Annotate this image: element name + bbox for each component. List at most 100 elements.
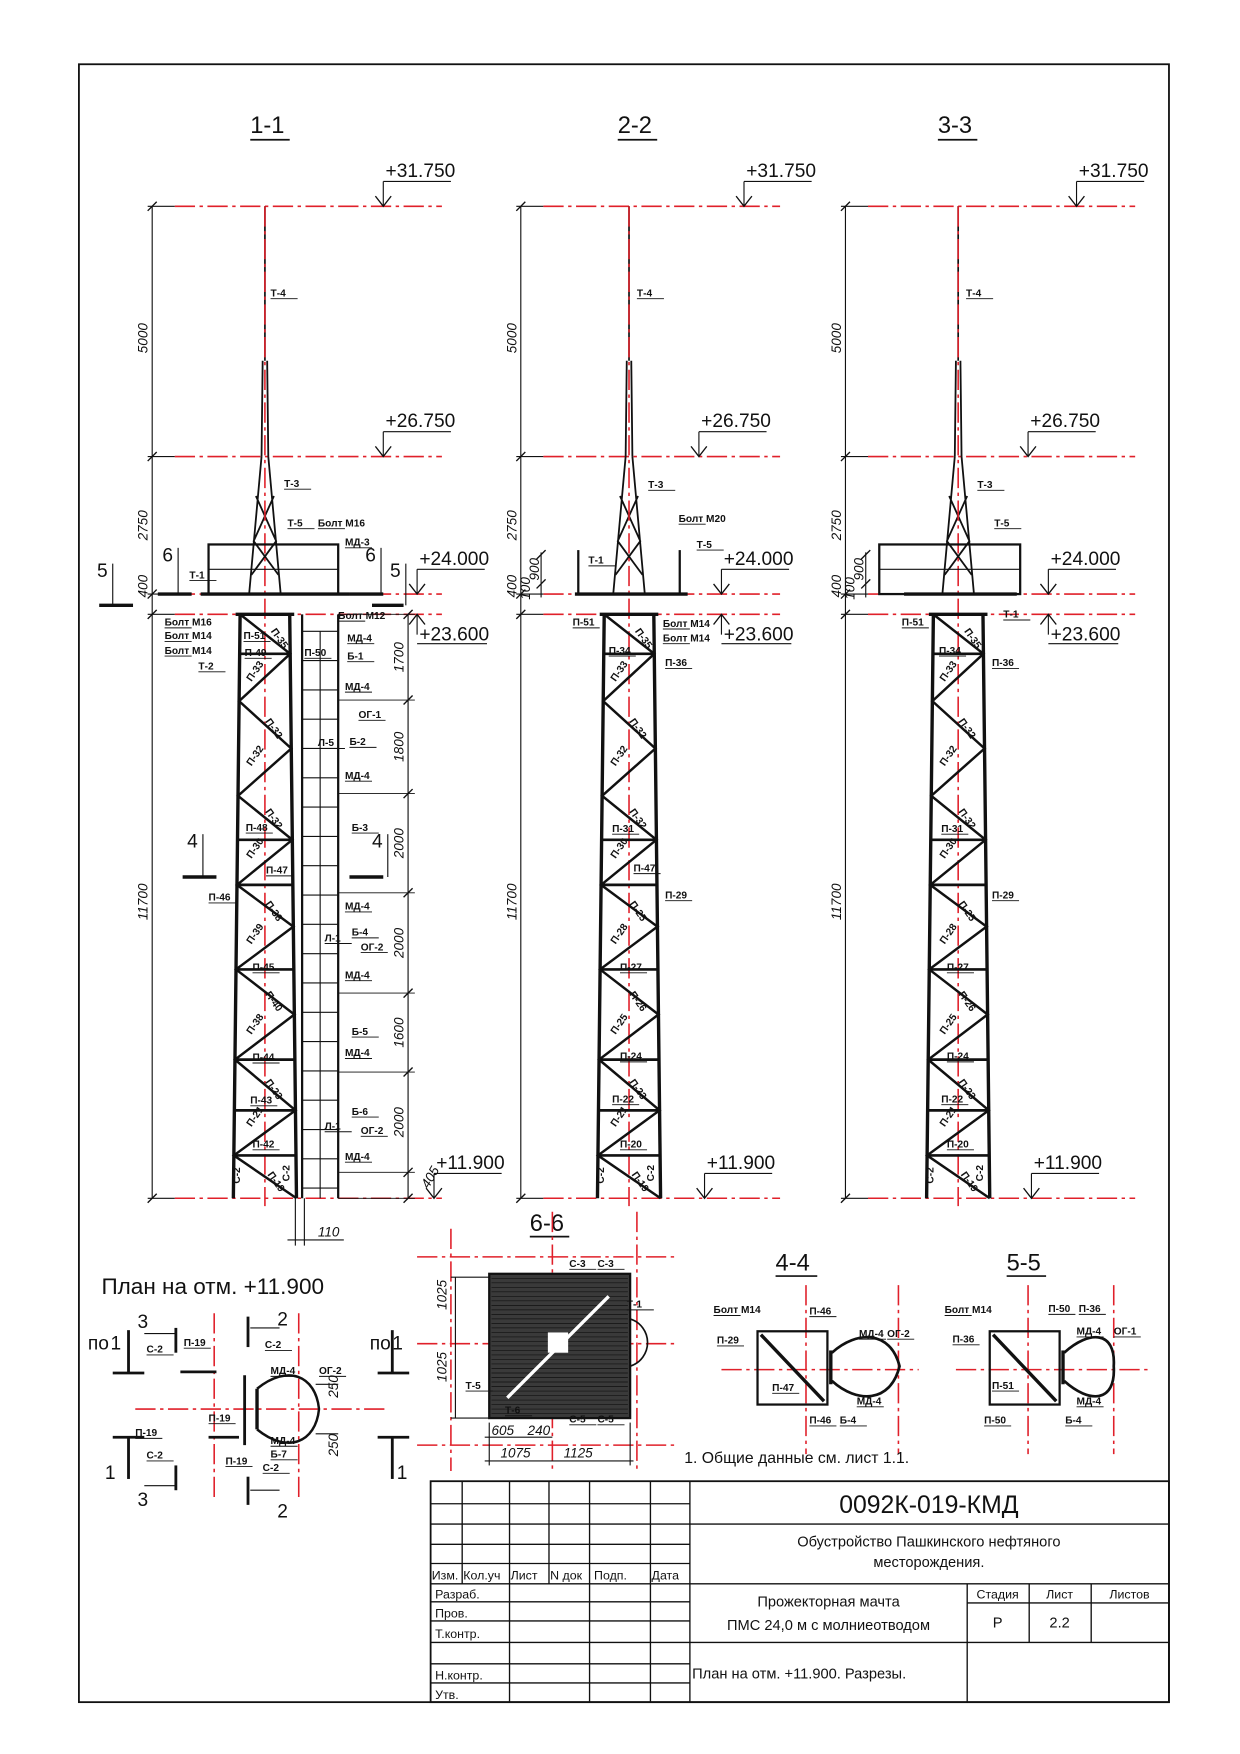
part-label: 1025 [434, 1351, 449, 1382]
part-label: Т-3 [977, 480, 993, 491]
part-label: МД-4 [345, 970, 370, 981]
part-label: 1 [105, 1463, 116, 1484]
section-title: 3-3 [938, 113, 972, 139]
elevation-sections: 1-1+31.750+26.750+24.000+23.600+11.90050… [97, 113, 1149, 1246]
part-label: Л-1 [325, 933, 341, 944]
part-label: Б-7 [271, 1450, 288, 1461]
part-label: Т-1 [627, 1300, 643, 1311]
part-label: МД-4 [345, 771, 370, 782]
part-label: ОГ-2 [319, 1366, 342, 1377]
dimension-value: 1600 [392, 1017, 407, 1048]
part-label: П-38 [262, 899, 284, 924]
part-label: ОГ-2 [887, 1329, 910, 1340]
section-4-4-title: 4-4 [776, 1250, 810, 1276]
section-cut-label: 6 [162, 545, 173, 566]
part-label: П-46 [209, 893, 231, 904]
elevation-arrow-icon [696, 1187, 713, 1200]
dimension-value: 100 [842, 577, 857, 600]
dimension-value: 11700 [504, 883, 519, 920]
part-label: 1 [392, 1333, 403, 1354]
part-label: П-50 [984, 1416, 1006, 1427]
part-label: П-19 [225, 1456, 247, 1467]
dimension-value: 5000 [829, 323, 844, 354]
section-cut-label: 6 [365, 545, 376, 566]
role-razrab: Разраб. [435, 1587, 480, 1601]
section-title: 1-1 [250, 113, 284, 139]
elevation-mark: +11.900 [1034, 1153, 1102, 1174]
part-label: С-2 [147, 1345, 164, 1356]
dimension-tick [403, 609, 414, 620]
part-label: П-21 [609, 1104, 631, 1129]
dimension-value: 11700 [136, 883, 151, 920]
part-label: П-29 [992, 890, 1014, 901]
project-line-1: Обустройство Пашкинского нефтяного [797, 1535, 1060, 1551]
section-cut-label: 4 [187, 832, 198, 853]
part-label: П-49 [245, 648, 267, 659]
part-label: МД-4 [1077, 1397, 1102, 1408]
elevation-mark: +23.600 [724, 624, 794, 645]
part-label: 250 [326, 1375, 341, 1399]
elevation-mark: +24.000 [1051, 549, 1121, 570]
part-label: по [88, 1333, 109, 1354]
role-utv: Утв. [435, 1688, 459, 1702]
dimension-tick [403, 788, 414, 799]
elevation-arrow-icon [1039, 613, 1057, 625]
dimension-tick [860, 578, 871, 589]
part-label: 1025 [434, 1279, 449, 1310]
part-label: П-32 [245, 744, 267, 769]
elevation-arrow-icon [713, 583, 730, 596]
part-label: ОГ-2 [361, 1126, 384, 1137]
part-label: П-45 [253, 963, 275, 974]
part-label: 3 [138, 1490, 149, 1511]
elevation-mark: +24.000 [419, 549, 489, 570]
dimension-value: 110 [318, 1225, 340, 1240]
part-label: П-46 [809, 1416, 831, 1427]
part-label: Болт М14 [165, 646, 212, 657]
part-label: П-25 [627, 899, 649, 924]
part-label: Б-4 [352, 928, 369, 939]
dimension-tick [403, 1193, 414, 1204]
dimension-value: 5000 [504, 323, 519, 354]
part-label: Б-6 [352, 1107, 369, 1118]
part-label: Т-1 [588, 556, 604, 567]
part-label: С-3 [569, 1259, 586, 1270]
part-label: МД-4 [347, 633, 372, 644]
part-label: Болт М14 [714, 1305, 761, 1316]
dimension-tick [860, 549, 871, 560]
part-label: МД-4 [859, 1329, 884, 1340]
dimension-value: 900 [851, 558, 866, 581]
part-label: П-34 [939, 646, 961, 657]
part-label: Т-5 [697, 540, 713, 551]
part-label: П-50 [1048, 1304, 1070, 1315]
part-label: Т-1 [1003, 610, 1019, 621]
part-label: П-21 [245, 1104, 267, 1129]
part-label: П-20 [620, 1140, 642, 1151]
col-header-kol: Кол.уч [463, 1568, 500, 1582]
part-label: П-22 [612, 1094, 634, 1105]
elevation-arrow-icon [1023, 1187, 1040, 1200]
section-5-5: 5-5 [955, 1250, 1150, 1455]
part-label: П-48 [246, 823, 268, 834]
dimension-value: 1800 [392, 731, 407, 762]
part-label: С-2 [265, 1340, 282, 1351]
part-label: П-26 [956, 990, 978, 1015]
col-header-ndok: N док [550, 1568, 582, 1582]
part-label: П-20 [947, 1140, 969, 1151]
part-label: П-40 [262, 990, 284, 1015]
part-label: С-2 [147, 1451, 164, 1462]
part-label: Т-5 [287, 518, 303, 529]
section-4-4: 4-4 [721, 1250, 919, 1455]
part-label: Болт М14 [945, 1305, 992, 1316]
part-label: П-43 [250, 1096, 272, 1107]
part-label: С-5 [597, 1415, 614, 1426]
part-label: П-19 [184, 1338, 206, 1349]
dimension-value: 2000 [392, 1107, 407, 1139]
part-label: Т-3 [648, 480, 664, 491]
sheets-header: Листов [1109, 1587, 1150, 1601]
part-label: Б-3 [352, 823, 369, 834]
dimension-value: 2000 [392, 927, 407, 959]
part-label: П-36 [953, 1335, 975, 1346]
dimension-value: 2750 [829, 510, 844, 542]
part-label: П-51 [573, 618, 595, 629]
part-label: Л-5 [318, 738, 334, 749]
